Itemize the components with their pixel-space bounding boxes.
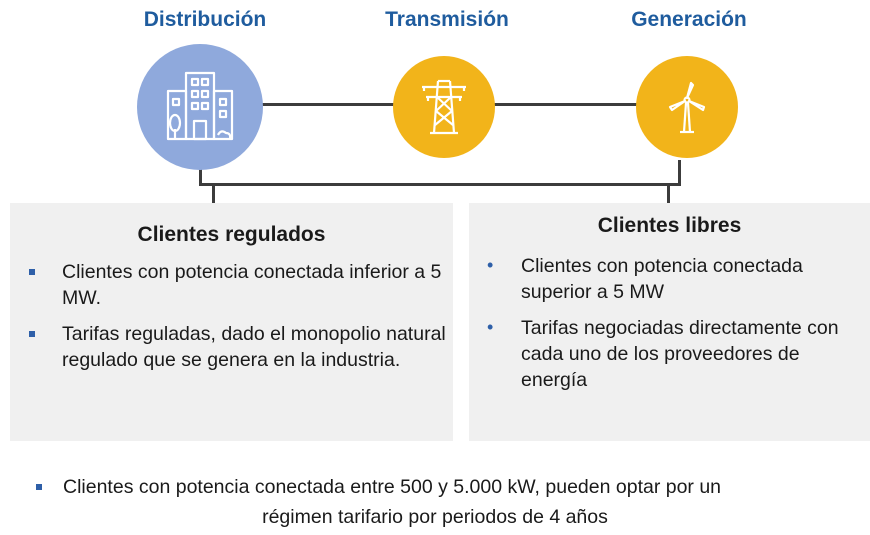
wind-turbine-icon [668, 81, 706, 134]
footnote-line-2: régimen tarifario por periodos de 4 años [262, 506, 608, 528]
list-item-text: Tarifas reguladas, dado el monopolio nat… [62, 323, 446, 371]
free-clients-list: • Clientes con potencia conectada superi… [469, 253, 870, 393]
regulated-clients-list: Clientes con potencia conectada inferior… [10, 259, 453, 373]
regulated-clients-title: Clientes regulados [137, 223, 326, 246]
dot-bullet-icon: • [487, 255, 494, 275]
list-item: Tarifas reguladas, dado el monopolio nat… [10, 321, 453, 373]
square-bullet-icon [29, 331, 35, 337]
free-clients-title: Clientes libres [597, 214, 742, 237]
footnote-line-1: Clientes con potencia conectada entre 50… [63, 476, 722, 498]
square-bullet-icon [29, 269, 35, 275]
generation-circle [636, 56, 738, 158]
list-item-text: Clientes con potencia conectada inferior… [62, 261, 442, 309]
bracket-left-vertical [199, 160, 202, 186]
list-item: • Clientes con potencia conectada superi… [469, 253, 852, 305]
free-clients-panel: Clientes libres • Clientes con potencia … [469, 203, 870, 441]
list-item-text: Tarifas negociadas directamente con cada… [521, 317, 839, 391]
bracket-horizontal [199, 183, 681, 186]
dot-bullet-icon: • [487, 317, 494, 337]
stage-label-transmision: Transmisión [385, 8, 509, 31]
bracket-drop-left [212, 183, 215, 205]
stage-label-distribucion: Distribución [143, 8, 267, 31]
stage-label-generacion: Generación [631, 8, 747, 31]
square-bullet-icon [36, 484, 42, 490]
regulated-clients-panel: Clientes regulados Clientes con potencia… [10, 203, 453, 441]
footnote: Clientes con potencia conectada entre 50… [0, 472, 870, 532]
list-item-text: Clientes con potencia conectada superior… [521, 255, 803, 303]
list-item: Clientes con potencia conectada inferior… [10, 259, 453, 311]
transmission-tower-icon [422, 79, 466, 135]
transmission-circle [393, 56, 495, 158]
distribution-circle [137, 44, 263, 170]
bracket-right-vertical [678, 160, 681, 186]
bracket-drop-right [667, 183, 670, 205]
building-icon [166, 71, 234, 141]
list-item: • Tarifas negociadas directamente con ca… [469, 315, 852, 393]
